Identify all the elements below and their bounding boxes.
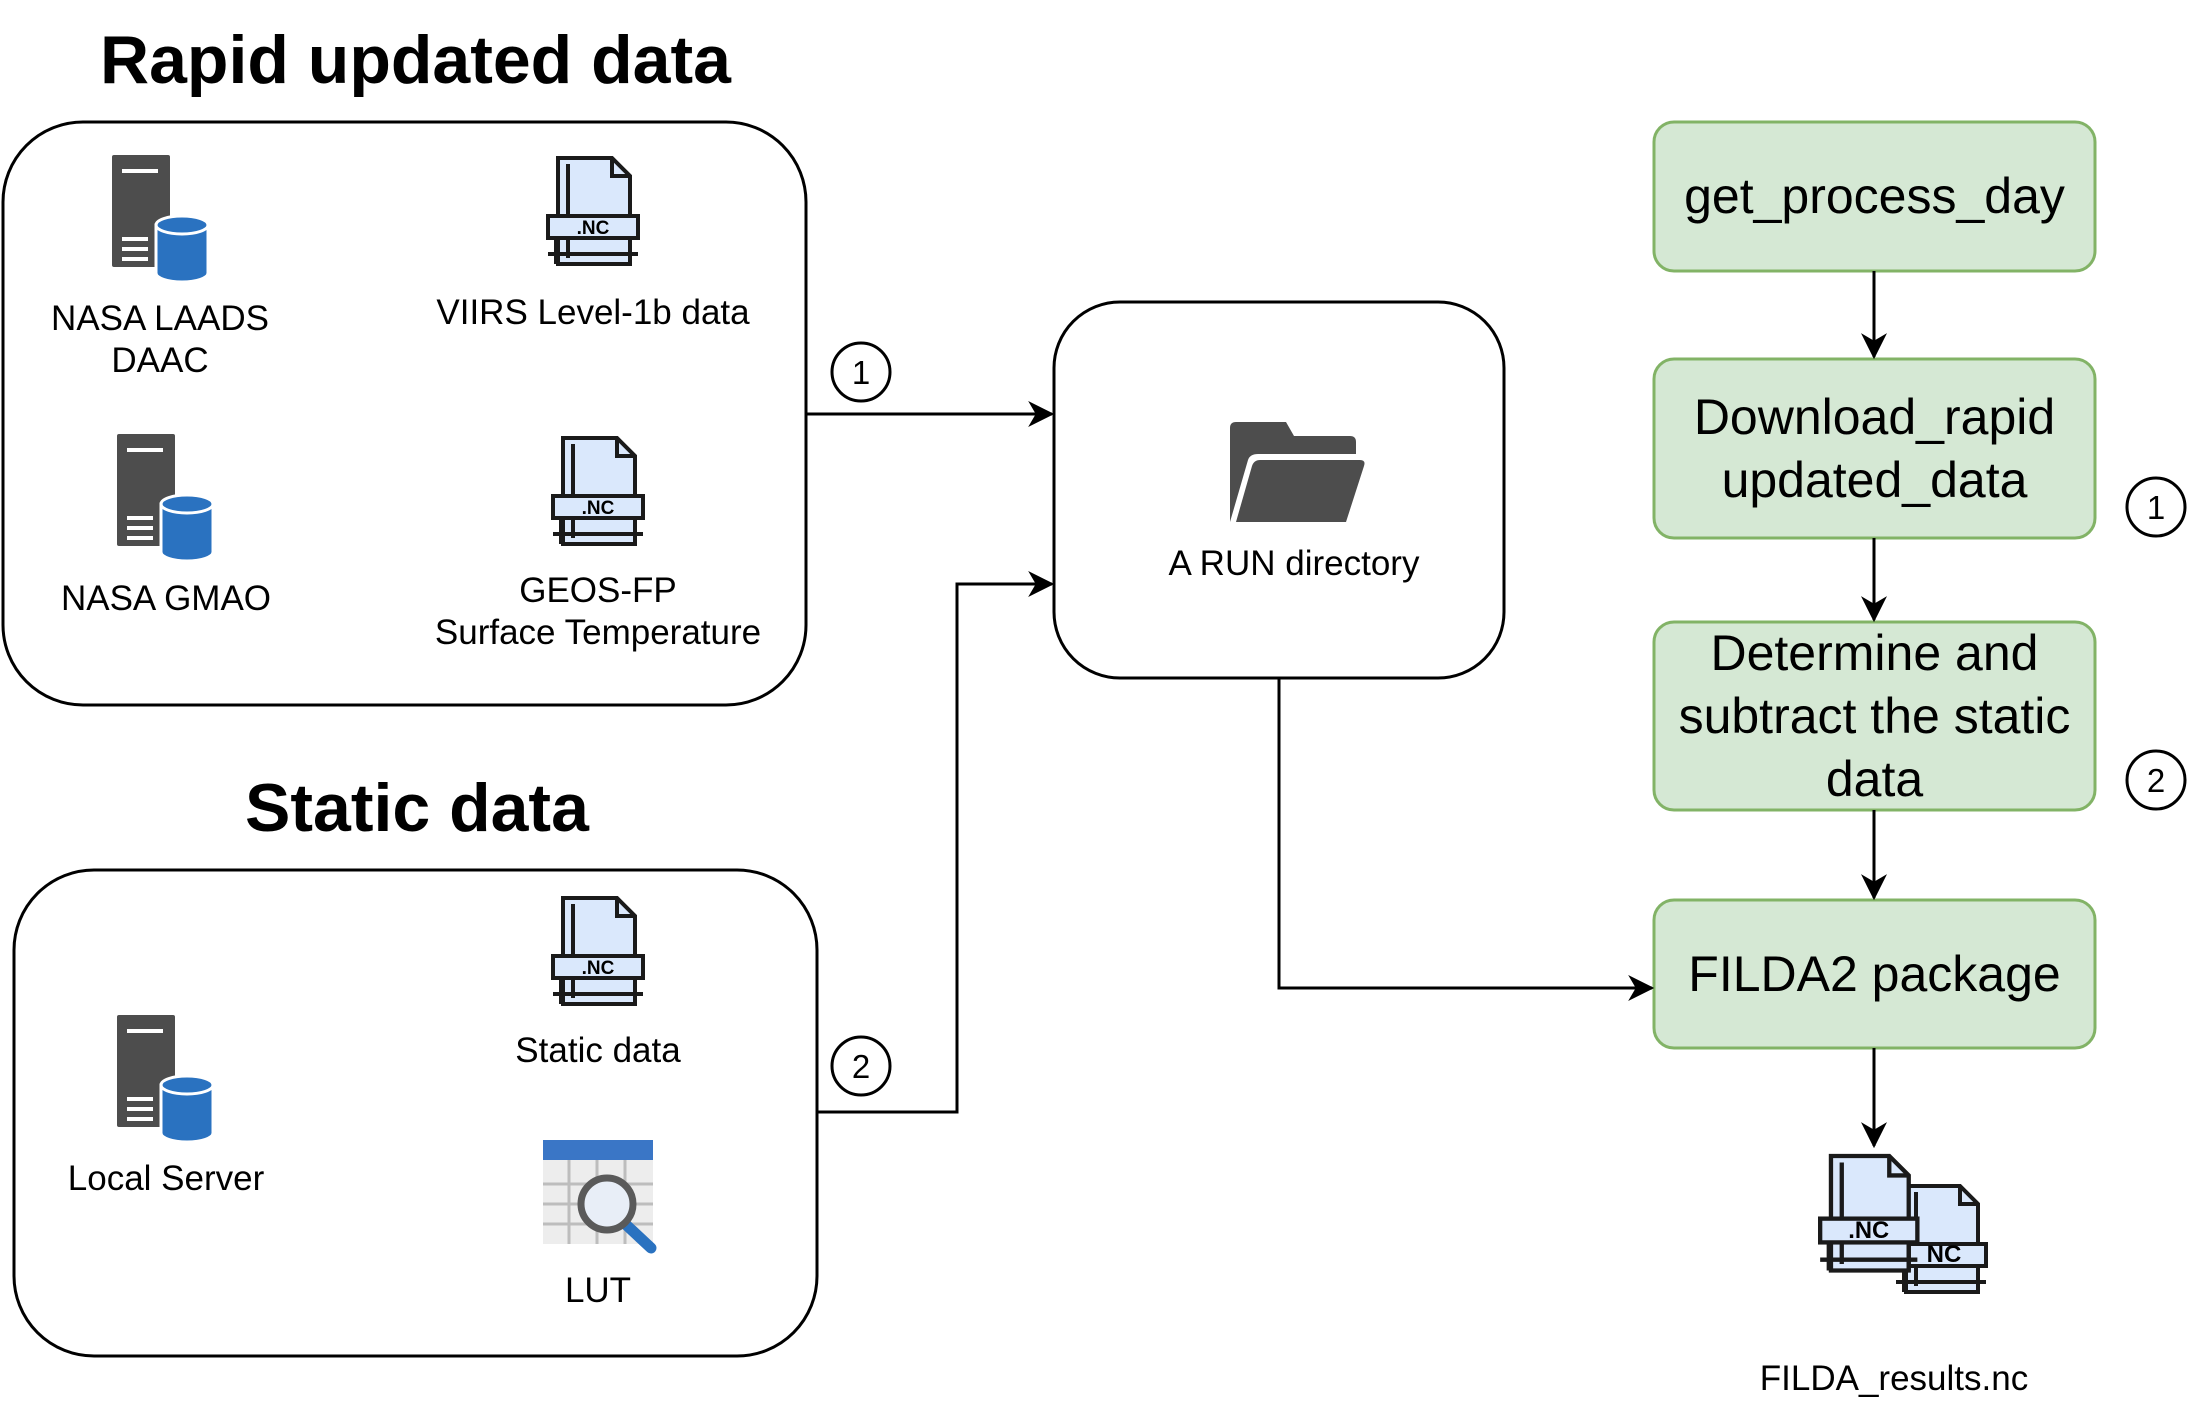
arrow-run-to-filda2 <box>1277 678 1655 1001</box>
marker-one-left-text: 1 <box>852 354 870 391</box>
step-determine-subtract-static-data-text-lines: Determine and subtract the static data <box>1679 622 2071 811</box>
marker-two-left-text: 2 <box>852 1048 870 1085</box>
nc-file-badge: .NC <box>582 498 615 519</box>
text-line: FILDA2 package <box>1688 945 2061 1002</box>
text-line: Static data <box>515 1031 681 1070</box>
viirs-level1b-label: VIIRS Level-1b data <box>436 292 749 334</box>
static-data-heading: Static data <box>245 770 589 846</box>
marker-one-right: 1 <box>2125 476 2187 538</box>
text-line: updated_data <box>1721 451 2028 508</box>
text-line: NASA GMAO <box>60 579 272 618</box>
output-file-badge-front: .NC <box>1848 1217 1889 1244</box>
step-get-process-day-text-lines: get_process_day <box>1684 165 2065 228</box>
nc-file-badge: .NC <box>577 218 610 239</box>
text-line: Determine and <box>1710 624 2039 681</box>
text-line: subtract the static <box>1678 687 2071 744</box>
marker-one-left: 1 <box>830 341 892 403</box>
static-data-file-label-lines: Static data <box>515 1030 680 1072</box>
static-data-file-label: Static data <box>515 1030 680 1072</box>
text-line: Download_rapid <box>1693 388 2056 445</box>
lut-label-lines: LUT <box>565 1270 631 1312</box>
spreadsheet-search-icon <box>543 1140 657 1254</box>
rapid-data-heading: Rapid updated data <box>100 22 731 98</box>
nc-file-icon: .NC <box>551 896 645 1006</box>
nc-file-badge: .NC <box>582 958 615 979</box>
marker-two-left: 2 <box>830 1035 892 1097</box>
filda-results-label: FILDA_results.nc <box>1759 1359 2029 1398</box>
step-filda2-package-text-lines: FILDA2 package <box>1688 943 2060 1006</box>
step-download-rapid-updated-data-text: Download_rapid updated_data <box>1654 359 2095 538</box>
viirs-level1b-label-lines: VIIRS Level-1b data <box>436 292 749 334</box>
text-line: data <box>1825 750 1924 807</box>
step-download-rapid-updated-data-text-lines: Download_rapid updated_data <box>1694 386 2055 512</box>
nasa-gmao-label: NASA GMAO <box>61 578 271 620</box>
folder-icon <box>1230 422 1365 522</box>
arrow-static-to-run <box>817 571 1055 1114</box>
text-line: NASA LAADS <box>51 299 269 338</box>
step-filda2-package-text: FILDA2 package <box>1654 900 2095 1048</box>
step-get-process-day-text: get_process_day <box>1654 122 2095 271</box>
marker-two-right-text: 2 <box>2147 762 2165 799</box>
text-line: GEOS-FP <box>519 571 677 610</box>
text-line: LUT <box>564 1271 632 1310</box>
marker-one-right-text: 1 <box>2147 489 2165 526</box>
run-directory-label: A RUN directory <box>1168 544 1420 583</box>
nc-file-icon: .NC <box>551 436 645 546</box>
marker-two-right: 2 <box>2125 749 2187 811</box>
nasa-gmao-label-lines: NASA GMAO <box>61 578 271 620</box>
text-line: VIIRS Level-1b data <box>436 293 750 332</box>
step-determine-subtract-static-data-text: Determine and subtract the static data <box>1654 622 2095 810</box>
lut-label: LUT <box>565 1270 631 1312</box>
text-line: Surface Temperature <box>434 613 762 652</box>
text-line: DAAC <box>111 341 209 380</box>
text-line: Local Server <box>67 1159 265 1198</box>
nc-file-icon: .NC <box>546 156 640 266</box>
local-server-label: Local Server <box>68 1158 264 1200</box>
output-file-badge-back: NC <box>1927 1241 1962 1268</box>
local-server-label-lines: Local Server <box>68 1158 264 1200</box>
text-line: get_process_day <box>1684 168 2065 224</box>
nc-files-stack-icon: NC .NC <box>1820 1156 1988 1294</box>
